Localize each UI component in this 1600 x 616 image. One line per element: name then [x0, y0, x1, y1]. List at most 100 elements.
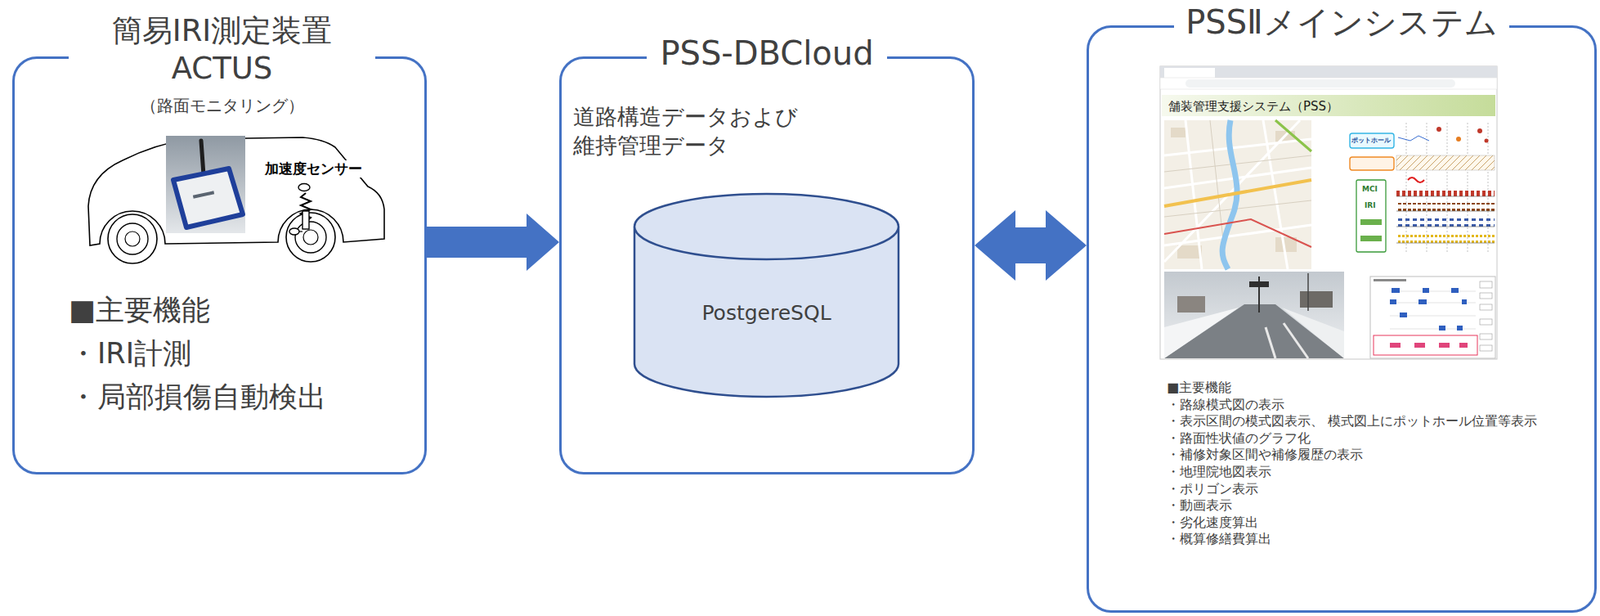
device-photo — [165, 135, 246, 234]
chart-thumbnail-part — [1407, 177, 1425, 183]
function-item: ・劣化速度算出 — [1166, 514, 1259, 531]
bar-chart-thumbnail — [1370, 276, 1496, 359]
chart-tag: IRI — [1364, 201, 1376, 211]
bar-chart-thumbnail-part — [1479, 318, 1493, 325]
car-illustration-part — [286, 212, 336, 262]
function-item: ・表示区間の模式図表示、 模式図上にポットホール位置等表示 — [1166, 412, 1538, 430]
function-heading: ■主要機能 — [68, 291, 211, 328]
function-item: ・動画表示 — [1166, 497, 1233, 514]
car-illustration-part — [303, 229, 319, 245]
chart-thumbnail-part — [1396, 218, 1495, 227]
chart-thumbnail-part — [1349, 156, 1394, 171]
car-illustration-part — [125, 231, 140, 247]
chart-thumbnail-part — [1396, 210, 1495, 212]
chart-thumbnail-part — [1396, 188, 1495, 197]
chart-thumbnail-part — [1477, 128, 1483, 134]
function-heading-holder: ■主要機能 — [1166, 379, 1232, 396]
sensor-symbol — [289, 183, 311, 236]
panel-title-holder: PSS-DBCloud — [561, 33, 973, 73]
bar-chart-thumbnail-part — [1479, 345, 1493, 351]
chart-tag-holder: IRI — [1364, 201, 1376, 211]
street-photo-part — [1164, 307, 1239, 359]
sensor-label-holder: 加速度センサー — [263, 160, 364, 178]
function-item-holder: ・動画表示 — [1166, 497, 1233, 514]
map-thumbnail — [1164, 120, 1312, 269]
cylinder-top — [634, 193, 899, 260]
chart-thumbnail-part — [1398, 135, 1430, 141]
bar-chart-thumbnail-part — [1422, 287, 1430, 293]
chart-thumbnail-part — [1396, 234, 1495, 243]
panel-title-holder: PSSⅡメインシステム — [1089, 2, 1595, 42]
screenshot-thumbnail-part — [1161, 94, 1496, 117]
function-item-holder: ・表示区間の模式図表示、 模式図上にポットホール位置等表示 — [1166, 412, 1538, 430]
street-photo-part — [1177, 295, 1206, 313]
chart-thumbnail-part — [1349, 133, 1394, 148]
block-arrow — [974, 210, 1087, 281]
bar-chart-thumbnail-part — [1438, 342, 1450, 348]
screenshot-thumbnail-part — [1160, 66, 1497, 78]
screenshot-thumbnail-part — [1160, 77, 1497, 90]
system-panel: PSSⅡメインシステム■主要機能・路線模式図の表示・表示区間の模式図表示、 模式… — [1086, 25, 1597, 613]
map-thumbnail-part — [1275, 120, 1312, 152]
map-thumbnail-part — [1164, 219, 1312, 247]
function-item-holder: ・ポリゴン表示 — [1166, 480, 1259, 498]
bar-chart-thumbnail-part — [1479, 292, 1493, 299]
car-illustration-part — [107, 214, 157, 264]
function-item-holder: ・補修対象区間や補修履歴の表示 — [1166, 446, 1363, 463]
function-item: ・局部損傷自動検出 — [68, 378, 327, 415]
bar-chart-thumbnail-part — [1456, 325, 1463, 331]
street-photo-part — [1265, 322, 1309, 359]
bar-chart-thumbnail-part — [1391, 287, 1400, 293]
screen-title: 舗装管理支援システム（PSS） — [1168, 98, 1339, 114]
sensor-symbol-part — [298, 183, 310, 192]
legend-tag: ポットホール — [1351, 136, 1391, 145]
chart-thumbnail-part — [1396, 155, 1495, 171]
function-item-holder: ・地理院地図表示 — [1166, 463, 1272, 480]
bar-chart-thumbnail-part — [1370, 276, 1496, 359]
legend-tag-holder: ポットホール — [1351, 136, 1391, 145]
map-thumbnail-part — [1170, 127, 1186, 138]
bar-chart-thumbnail-part — [1399, 312, 1408, 318]
bar-chart-thumbnail-part — [1479, 333, 1493, 340]
database-name: PostgereSQL — [632, 300, 901, 326]
sensor-symbol-part — [289, 228, 300, 235]
bar-chart-thumbnail-part — [1389, 291, 1476, 329]
panel-title-holder: 簡易IRI測定装置 ACTUS — [68, 12, 376, 88]
street-photo-part — [1249, 281, 1269, 287]
chart-thumbnail-part — [1484, 138, 1489, 144]
panel-description: 道路構造データおよび 維持管理データ — [573, 102, 811, 160]
function-item: ・補修対象区間や補修履歴の表示 — [1166, 446, 1363, 463]
map-thumbnail-part — [1164, 179, 1312, 207]
function-heading: ■主要機能 — [1166, 379, 1232, 396]
chart-thumbnail-part — [1396, 202, 1495, 211]
bar-chart-thumbnail-part — [1373, 335, 1478, 355]
cloud-panel: PSS-DBCloud道路構造データおよび 維持管理データPostgereSQL — [559, 56, 975, 475]
sensor-symbol-part — [299, 230, 303, 232]
block-arrow — [426, 213, 560, 271]
sensor-symbol-part — [302, 210, 310, 229]
screenshot-thumbnail-part — [1185, 79, 1456, 88]
map-thumbnail-part — [1177, 245, 1202, 259]
map-thumbnail-part — [1164, 120, 1312, 269]
screen-title-holder: 舗装管理支援システム（PSS） — [1168, 98, 1339, 114]
chart-thumbnail-part — [1360, 219, 1382, 225]
chart-tag: MCI — [1362, 184, 1378, 194]
database-cylinder: PostgereSQL — [632, 192, 901, 399]
function-item-holder: ・路面性状値のグラフ化 — [1166, 430, 1311, 447]
function-item: ・概算修繕費算出 — [1166, 530, 1272, 547]
cylinder-outline — [632, 192, 901, 399]
function-item: ・路線模式図の表示 — [1166, 396, 1285, 413]
device-photo-part — [192, 190, 215, 198]
car-illustration-part — [116, 223, 148, 255]
function-item: ・地理院地図表示 — [1166, 463, 1272, 480]
street-photo-part — [1164, 271, 1345, 359]
function-item-holder: ・局部損傷自動検出 — [68, 378, 327, 415]
chart-thumbnail-part — [1436, 126, 1442, 132]
chart-thumbnail-part — [1396, 226, 1495, 228]
chart-thumbnail-part — [1396, 242, 1495, 244]
device-photo-part — [173, 168, 243, 228]
panel-description-holder: 道路構造データおよび 維持管理データ — [573, 102, 811, 160]
chart-thumbnail — [1349, 122, 1495, 254]
panel-title: PSSⅡメインシステム — [1174, 2, 1510, 42]
